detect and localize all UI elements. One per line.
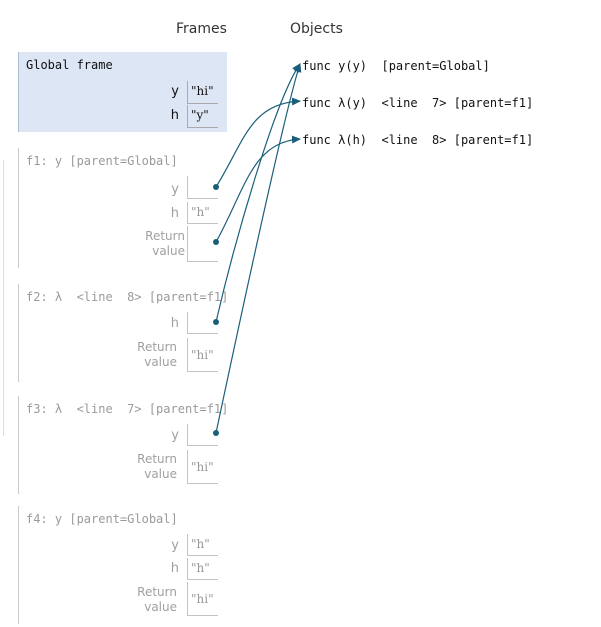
return-value	[187, 226, 218, 262]
return-value: "hi"	[187, 338, 218, 372]
var-name: h	[170, 108, 179, 123]
arrow-f2-h-to-func-y	[215, 63, 301, 323]
var-value: "h"	[187, 558, 218, 580]
var-value	[187, 176, 218, 199]
var-name: y	[171, 538, 179, 553]
return-label: Return value	[145, 229, 185, 258]
return-value: "hi"	[187, 582, 218, 616]
frame-f4: f4: y [parent=Global] y "h" h "h" Return…	[18, 506, 227, 624]
function-object-lambda-y: func λ(y) <line 7> [parent=f1]	[302, 96, 534, 110]
frame-title: f3: λ <line 7> [parent=f1]	[26, 402, 229, 416]
function-object-lambda-h: func λ(h) <line 8> [parent=f1]	[302, 133, 534, 147]
pointer-dot	[213, 319, 219, 325]
frame-title: f4: y [parent=Global]	[26, 512, 178, 526]
arrow-f3-y-to-func-y	[215, 63, 302, 434]
frames-scroll-divider	[3, 160, 4, 436]
frame-f3: f3: λ <line 7> [parent=f1] y Return valu…	[18, 396, 229, 494]
pointer-dot	[213, 239, 219, 245]
pointer-dot	[213, 430, 219, 436]
var-name: y	[171, 182, 179, 197]
var-name: y	[171, 84, 179, 99]
var-name: h	[170, 206, 179, 221]
return-label: Return value	[137, 340, 177, 369]
frames-header: Frames	[176, 21, 227, 37]
objects-header: Objects	[290, 21, 343, 37]
frame-f2: f2: λ <line 8> [parent=f1] h Return valu…	[18, 284, 229, 382]
arrow-f1-return-to-lambda-h	[215, 135, 301, 243]
frame-title: Global frame	[26, 58, 113, 72]
var-value	[187, 424, 218, 446]
frame-title: f2: λ <line 8> [parent=f1]	[26, 290, 229, 304]
var-value: "h"	[187, 202, 218, 224]
global-frame: Global frame y "hi" h "y"	[18, 52, 227, 132]
arrow-f1-y-to-lambda-y	[215, 97, 301, 188]
var-name: h	[170, 316, 179, 331]
return-label: Return value	[137, 585, 177, 614]
var-value	[187, 312, 218, 334]
return-value: "hi"	[187, 450, 218, 484]
frame-title: f1: y [parent=Global]	[26, 154, 178, 168]
var-name: y	[171, 428, 179, 443]
function-object-y: func y(y) [parent=Global]	[302, 59, 490, 73]
var-value: "y"	[187, 105, 218, 128]
frame-f1: f1: y [parent=Global] y h "h" Return val…	[18, 148, 227, 268]
var-value: "hi"	[187, 81, 218, 104]
pointer-dot	[213, 184, 219, 190]
return-label: Return value	[137, 452, 177, 481]
var-value: "h"	[187, 534, 218, 556]
var-name: h	[170, 561, 179, 576]
